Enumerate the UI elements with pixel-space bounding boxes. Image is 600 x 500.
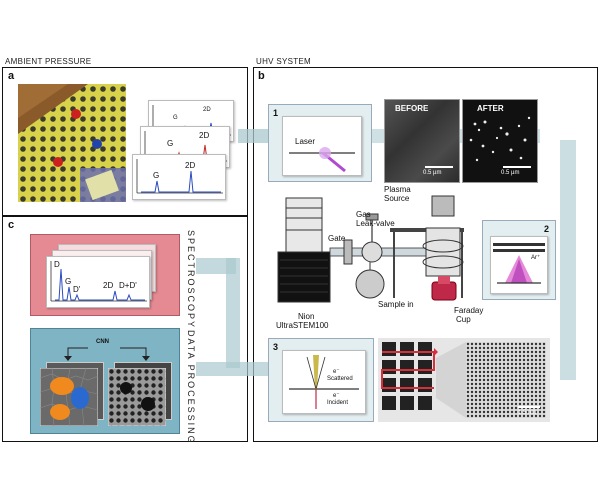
zoom-wedge xyxy=(436,342,466,418)
connector-right-vertical xyxy=(560,140,576,380)
plasma-exposure-illustration xyxy=(493,243,545,284)
spectrum-peak-2d: 2D xyxy=(103,281,114,290)
faraday-cup-label-line2: Cup xyxy=(456,315,471,324)
connector-a-to-b xyxy=(238,129,268,143)
spectrum-peak-d: D xyxy=(54,260,60,269)
gas-leak-valve-label-line1: Gas xyxy=(356,210,371,219)
spectrum-2-peak-2d: 2D xyxy=(199,131,210,140)
faraday-cup-label-line1: Faraday xyxy=(454,306,484,315)
argon-ion-label: Ar⁺ xyxy=(531,255,541,261)
panel-b-letter: b xyxy=(258,70,265,82)
plasma-source-label-line2: Source xyxy=(384,194,410,203)
spectroscopy-vertical-label: SPECTROSCOPY xyxy=(186,230,196,330)
plasma-source xyxy=(431,195,455,217)
stem-image-front xyxy=(108,368,166,426)
incident-electron-label-line2: Incident xyxy=(327,400,349,406)
spectrum-1-peak-g: G xyxy=(153,171,160,180)
step1-number: 1 xyxy=(273,108,279,118)
lattice-scalebar-label: 1.5 nm xyxy=(518,410,537,416)
laser-label: Laser xyxy=(295,137,316,146)
panel-c-letter: c xyxy=(8,219,15,231)
step2-card: Ar⁺ xyxy=(490,236,548,294)
before-scalebar xyxy=(425,166,453,168)
connector-c-vertical xyxy=(226,258,240,368)
step3-card: e⁻ Scattered e⁻ Incident xyxy=(282,350,366,414)
nion-label-line2: UltraSTEM100 xyxy=(276,321,329,330)
after-scalebar xyxy=(503,166,531,168)
nion-label-line1: Nion xyxy=(298,312,315,321)
before-micrograph: BEFORE 0.5 µm xyxy=(384,99,460,183)
electron-beam-illustration xyxy=(289,355,359,409)
gas-leak-valve-label-line2: Leak-valve xyxy=(356,219,395,228)
step3-number: 3 xyxy=(273,342,279,352)
sample-chamber xyxy=(355,269,385,299)
step1-card: Laser xyxy=(282,116,362,176)
raman-spectrum-card-1: G 2D xyxy=(132,154,226,200)
scattered-electron-label-line2: Scattered xyxy=(327,376,353,382)
lattice-scalebar xyxy=(518,406,540,408)
scan-path xyxy=(381,351,435,389)
cnn-label: CNN xyxy=(96,339,109,345)
uhv-apparatus xyxy=(277,195,464,303)
after-texture xyxy=(469,116,531,162)
plasma-source-label-line1: Plasma xyxy=(384,185,411,194)
laser-illustration xyxy=(289,147,355,173)
spectrum-peak-g: G xyxy=(65,277,72,286)
step2-number: 2 xyxy=(544,224,550,234)
spectrum-2-peak-g: G xyxy=(167,139,174,148)
after-scalebar-label: 0.5 µm xyxy=(501,170,520,176)
defect-raman-spectrum xyxy=(50,261,147,302)
uhv-system-title: UHV SYSTEM xyxy=(256,57,312,66)
spectrum-3-peak-2d: 2D xyxy=(203,107,211,113)
panel-a-letter: a xyxy=(8,70,15,82)
spectrum-3-peak-g: G xyxy=(173,115,178,121)
nion-base xyxy=(277,251,331,303)
sample-in-label: Sample in xyxy=(378,300,414,309)
scattered-electron-label-line1: e⁻ xyxy=(333,369,340,375)
after-micrograph: AFTER 0.5 µm xyxy=(462,99,538,183)
raman-spectrum-1-plot xyxy=(136,159,223,194)
incident-electron-label-line1: e⁻ xyxy=(333,393,340,399)
after-label: AFTER xyxy=(477,104,504,113)
spectroscopy-card-front: D G D' 2D D+D' xyxy=(46,256,150,308)
scan-grid-and-lattice xyxy=(378,338,550,422)
spectrum-peak-d-plus-dprime: D+D' xyxy=(119,281,137,290)
gate-valve xyxy=(343,239,353,265)
connector-c-lower xyxy=(196,362,270,376)
segmented-image-front xyxy=(40,368,98,426)
spectrum-peak-dprime: D' xyxy=(73,285,81,294)
before-scalebar-label: 0.5 µm xyxy=(423,170,442,176)
spectrum-1-peak-2d: 2D xyxy=(185,161,196,170)
data-processing-vertical-label: DATA PROCESSING xyxy=(186,330,196,445)
gate-label: Gate xyxy=(328,234,346,243)
cnn-arrows xyxy=(64,347,150,361)
nion-column xyxy=(285,197,323,253)
lattice-image xyxy=(466,342,546,418)
faraday-cup xyxy=(431,281,457,301)
graphene-wafer-image xyxy=(18,84,126,202)
load-lock xyxy=(361,241,383,263)
before-label: BEFORE xyxy=(395,104,429,113)
ambient-pressure-title: AMBIENT PRESSURE xyxy=(5,57,92,66)
